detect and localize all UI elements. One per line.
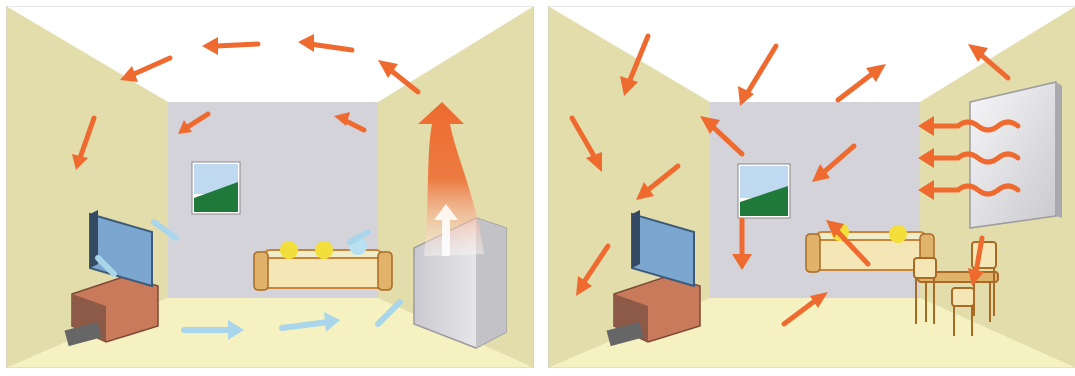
convection-room-illustration (6, 6, 534, 368)
cool-air-arrows (95, 219, 403, 340)
infrared-room-panel (548, 6, 1075, 368)
infrared-room-illustration (548, 6, 1075, 368)
tv-cabinet (64, 210, 159, 347)
warm-air-plume (418, 102, 484, 256)
sofa (253, 237, 393, 291)
tv-cabinet (606, 210, 701, 347)
radiant-heat-waves (918, 116, 1021, 200)
wall-picture (191, 161, 241, 215)
dining-set (913, 241, 999, 336)
warm-air-arrows (72, 34, 421, 170)
radiant-heat-arrows (569, 33, 1011, 327)
convection-room-panel (6, 6, 534, 368)
ceiling (548, 6, 1075, 102)
wall-picture (737, 163, 791, 219)
